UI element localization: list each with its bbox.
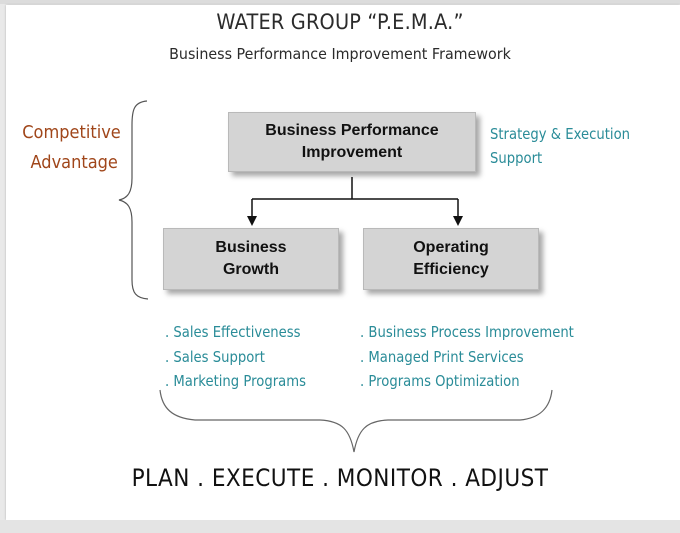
operating-efficiency-box-label: Operating Efficiency xyxy=(413,239,489,278)
strategy-execution-note: Strategy & Execution Support xyxy=(490,122,630,170)
list-item: . Business Process Improvement xyxy=(360,323,574,341)
page-title: WATER GROUP “P.E.M.A.” xyxy=(216,10,464,34)
business-performance-box: Business Performance Improvement xyxy=(228,112,476,172)
business-performance-box-label: Business Performance Improvement xyxy=(265,122,439,161)
list-item: . Managed Print Services xyxy=(360,347,524,366)
left-curly-brace xyxy=(118,100,149,300)
arrow-head-right xyxy=(453,216,463,226)
list-item: . Marketing Programs xyxy=(165,372,306,390)
bottom-status-bar xyxy=(0,520,680,533)
slide-canvas xyxy=(6,5,680,520)
arrow-head-left xyxy=(247,216,257,226)
competitive-advantage-label: Competitive Advantage xyxy=(22,118,121,178)
business-growth-box: Business Growth xyxy=(163,228,339,290)
growth-list: . Sales Effectiveness . Sales Support . … xyxy=(165,320,306,394)
bottom-curly-brace xyxy=(159,389,553,453)
footer-cycle-text: PLAN . EXECUTE . MONITOR . ADJUST xyxy=(131,464,549,492)
page-subtitle: Business Performance Improvement Framewo… xyxy=(169,45,511,63)
competitive-label-line2: Advantage xyxy=(30,152,118,173)
list-item: . Programs Optimization xyxy=(360,372,520,390)
operating-efficiency-box: Operating Efficiency xyxy=(363,228,539,290)
business-growth-box-label: Business Growth xyxy=(215,239,287,278)
list-item: . Sales Effectiveness xyxy=(165,323,301,341)
top-toolbar-strip xyxy=(0,0,680,4)
competitive-label-line1: Competitive xyxy=(22,122,121,143)
strategy-note-line2: Support xyxy=(490,149,543,167)
strategy-note-line1: Strategy & Execution xyxy=(490,125,631,143)
list-item: . Sales Support xyxy=(165,347,265,366)
efficiency-list: . Business Process Improvement . Managed… xyxy=(360,320,574,394)
